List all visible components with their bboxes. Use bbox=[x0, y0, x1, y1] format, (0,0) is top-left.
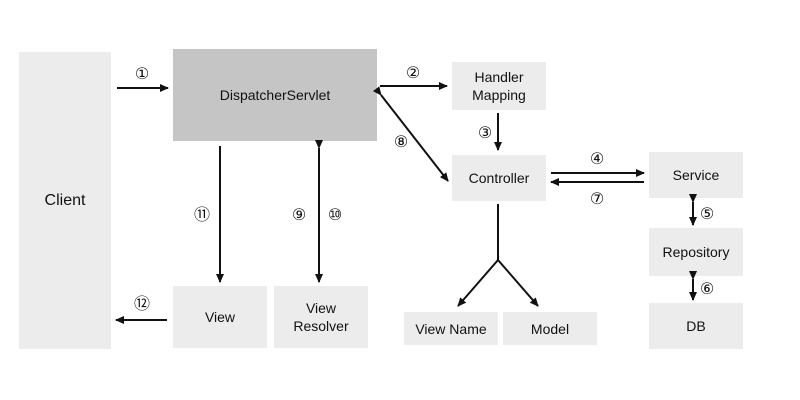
handler-mapping-label: Handler Mapping bbox=[472, 69, 526, 103]
service-label: Service bbox=[672, 167, 720, 183]
view-box: View bbox=[173, 286, 267, 348]
view-label: View bbox=[204, 309, 236, 325]
step-6-label: ⑥ bbox=[699, 279, 715, 298]
dispatcher-servlet-box: DispatcherServlet bbox=[173, 49, 377, 141]
dispatcher-servlet-label: DispatcherServlet bbox=[219, 87, 331, 103]
arrow-to-view-name bbox=[457, 259, 499, 307]
arrow-8 bbox=[372, 86, 449, 182]
db-label: DB bbox=[686, 318, 706, 334]
step-12-label: ⑫ bbox=[133, 294, 151, 313]
repository-label: Repository bbox=[662, 244, 730, 260]
arrow-to-model bbox=[497, 259, 539, 307]
view-resolver-box: View Resolver bbox=[274, 286, 368, 348]
step-8-label: ⑧ bbox=[393, 132, 409, 151]
db-box: DB bbox=[649, 303, 743, 349]
step-9-label: ⑨ bbox=[291, 205, 307, 224]
view-resolver-label: View Resolver bbox=[293, 300, 349, 334]
step-11-label: ⑪ bbox=[193, 205, 211, 224]
controller-box: Controller bbox=[452, 155, 546, 201]
step-10-label: ⑩ bbox=[327, 205, 343, 224]
client-box: Client bbox=[19, 52, 111, 349]
client-label: Client bbox=[44, 191, 86, 209]
controller-label: Controller bbox=[468, 170, 530, 186]
service-box: Service bbox=[649, 152, 743, 198]
view-name-label: View Name bbox=[415, 320, 487, 337]
step-4-label: ④ bbox=[589, 149, 605, 168]
repository-box: Repository bbox=[649, 228, 743, 276]
step-5-label: ⑤ bbox=[699, 204, 715, 223]
step-7-label: ⑦ bbox=[589, 189, 605, 208]
model-box: Model bbox=[503, 312, 597, 345]
step-3-label: ③ bbox=[477, 123, 493, 142]
step-2-label: ② bbox=[405, 63, 421, 82]
model-label: Model bbox=[530, 320, 570, 337]
step-1-label: ① bbox=[134, 64, 150, 83]
handler-mapping-box: Handler Mapping bbox=[452, 62, 546, 110]
view-name-box: View Name bbox=[404, 312, 498, 345]
